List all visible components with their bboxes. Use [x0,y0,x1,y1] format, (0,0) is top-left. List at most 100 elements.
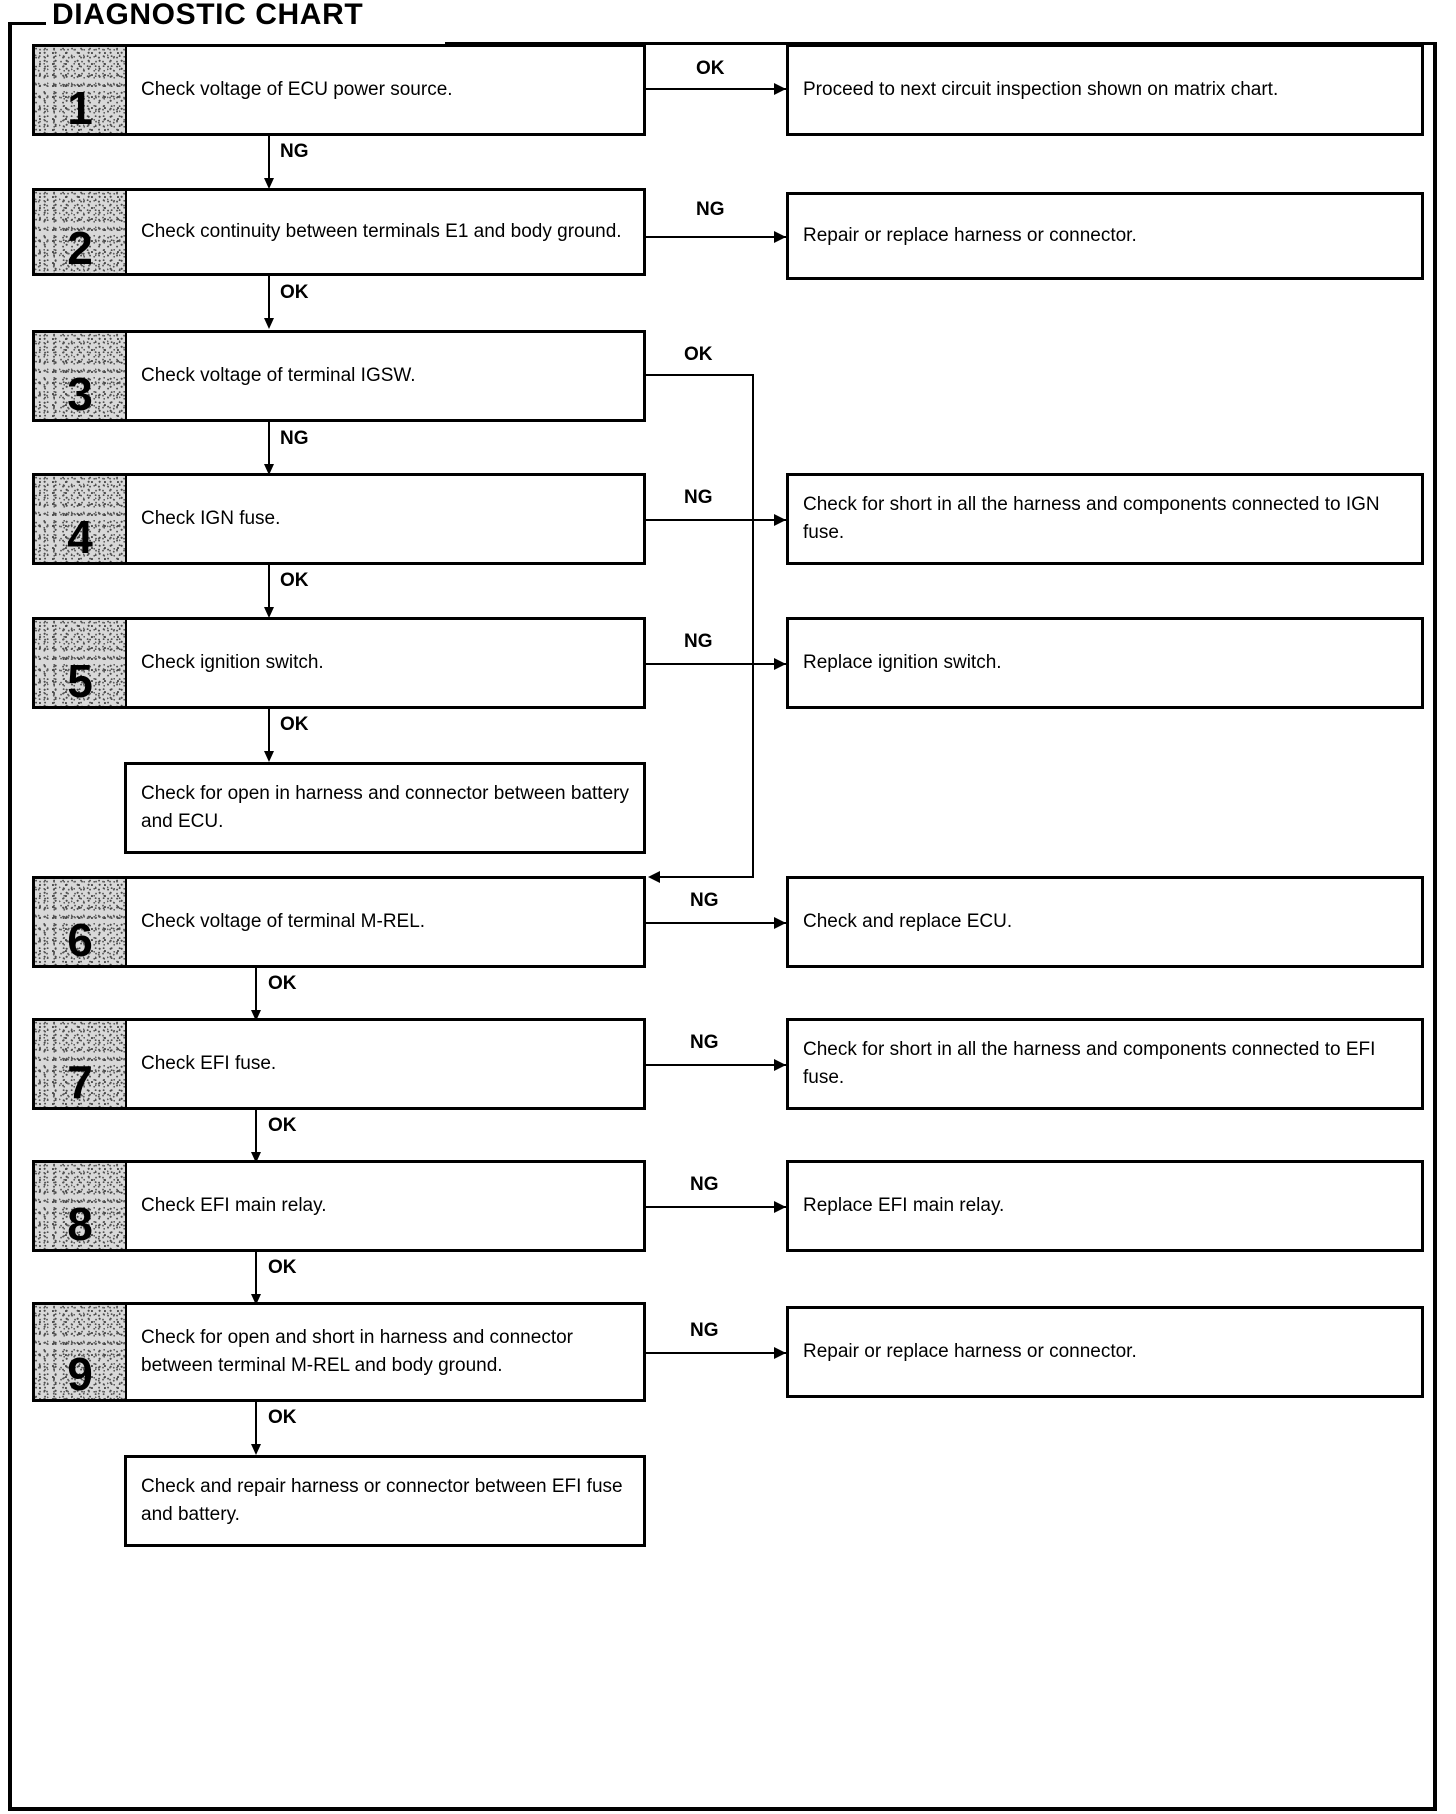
step-box-6[interactable]: 6 Check voltage of terminal M-REL. [32,876,646,968]
step-box-5[interactable]: 5 Check ignition switch. [32,617,646,709]
step-text-9: Check for open and short in harness and … [141,1327,573,1376]
result-text-9: Repair or replace harness or connector. [803,1340,1137,1362]
edge-label-step1-ng: NG [280,141,309,162]
edge-step2-ng-line [646,236,786,238]
result-text-4: Check for short in all the harness and c… [803,493,1380,544]
edge-label-step6-ok: OK [268,973,297,994]
edge-step9-ok-arrowhead [251,1444,261,1455]
edge-step4-ok-line [268,565,270,613]
edge-step9-ng-line [646,1352,786,1354]
step-text-2: Check continuity between terminals E1 an… [141,221,622,243]
step-number-2: 2 [67,222,93,274]
step-number-badge-8: 8 [35,1163,127,1249]
edge-step8-ok-arrowhead [251,1294,261,1305]
frame-left-border [8,22,12,1811]
edge-step3-ok-line-h2 [660,876,754,878]
edge-label-step5-ng: NG [684,631,713,652]
edge-step4-ok-arrowhead [264,607,274,618]
frame-top-left-segment [8,22,46,25]
edge-label-step2-ng: NG [696,199,725,220]
step-box-1[interactable]: 1 Check voltage of ECU power source. [32,44,646,136]
edge-step3-ng-arrowhead [264,464,274,475]
edge-step8-ng-line [646,1206,786,1208]
result-box-1[interactable]: Proceed to next circuit inspection shown… [786,44,1424,136]
result-box-6[interactable]: Check and replace ECU. [786,876,1424,968]
edge-step6-ng-line [646,922,786,924]
result-box-5[interactable]: Replace ignition switch. [786,617,1424,709]
step-number-8: 8 [67,1198,93,1250]
step-box-9[interactable]: 9 Check for open and short in harness an… [32,1302,646,1402]
edge-label-step4-ok: OK [280,570,309,591]
edge-step3-ok-line-h [646,374,754,376]
edge-label-step7-ok: OK [268,1115,297,1136]
edge-step1-ng-line [268,136,270,184]
result-box-7[interactable]: Check for short in all the harness and c… [786,1018,1424,1110]
frame-top-right-segment [445,42,1437,45]
result-text-7: Check for short in all the harness and c… [803,1038,1376,1089]
step-number-badge-3: 3 [35,333,127,419]
result-box-9-ok[interactable]: Check and repair harness or connector be… [124,1455,646,1547]
result-box-8[interactable]: Replace EFI main relay. [786,1160,1424,1252]
result-box-5-ok[interactable]: Check for open in harness and connector … [124,762,646,854]
edge-step7-ok-line [255,1110,257,1158]
edge-label-step3-ng: NG [280,428,309,449]
edge-step1-ok-line [646,88,786,90]
step-box-4[interactable]: 4 Check IGN fuse. [32,473,646,565]
edge-step1-ok-arrowhead [774,83,786,95]
edge-step3-ok-line-v [752,374,754,877]
step-number-badge-7: 7 [35,1021,127,1107]
result-box-9[interactable]: Repair or replace harness or connector. [786,1306,1424,1398]
edge-step8-ok-line [255,1252,257,1300]
page-title: DIAGNOSTIC CHART [52,0,364,31]
step-box-7[interactable]: 7 Check EFI fuse. [32,1018,646,1110]
step-number-badge-6: 6 [35,879,127,965]
edge-label-step7-ng: NG [690,1032,719,1053]
edge-label-step8-ng: NG [690,1174,719,1195]
step-number-3: 3 [67,368,93,420]
edge-step5-ok-arrowhead [264,751,274,762]
edge-step1-ng-arrowhead [264,178,274,189]
step-text-8: Check EFI main relay. [141,1195,327,1217]
edge-label-step9-ng: NG [690,1320,719,1341]
step-number-9: 9 [67,1348,93,1400]
edge-label-step2-ok: OK [280,282,309,303]
edge-step9-ng-arrowhead [774,1347,786,1359]
edge-step3-ng-line [268,422,270,470]
step-number-5: 5 [67,655,93,707]
step-number-1: 1 [67,82,93,134]
edge-label-step1-ok: OK [696,58,725,79]
step-box-3[interactable]: 3 Check voltage of terminal IGSW. [32,330,646,422]
step-text-3: Check voltage of terminal IGSW. [141,365,416,387]
step-number-badge-1: 1 [35,47,127,133]
result-box-4[interactable]: Check for short in all the harness and c… [786,473,1424,565]
step-number-6: 6 [67,914,93,966]
result-box-2[interactable]: Repair or replace harness or connector. [786,192,1424,280]
step-text-6: Check voltage of terminal M-REL. [141,911,426,933]
edge-step6-ng-arrowhead [774,917,786,929]
edge-step5-ng-arrowhead [774,658,786,670]
step-text-5: Check ignition switch. [141,652,324,674]
edge-step6-ok-arrowhead [251,1010,261,1021]
edge-step5-ng-line [646,663,786,665]
edge-step4-ng-line [646,519,786,521]
step-box-8[interactable]: 8 Check EFI main relay. [32,1160,646,1252]
edge-step7-ok-arrowhead [251,1152,261,1163]
step-number-badge-2: 2 [35,191,127,273]
edge-step6-ok-line [255,968,257,1016]
edge-step7-ng-line [646,1064,786,1066]
step-number-badge-5: 5 [35,620,127,706]
result-text-6: Check and replace ECU. [803,910,1013,932]
frame-right-border [1433,44,1437,1811]
edge-label-step3-ok: OK [684,344,713,365]
result-text-8: Replace EFI main relay. [803,1194,1005,1216]
frame-bottom-border [8,1807,1437,1811]
edge-step7-ng-arrowhead [774,1059,786,1071]
edge-step5-ok-line [268,709,270,757]
edge-label-step8-ok: OK [268,1257,297,1278]
edge-step2-ok-arrowhead [264,318,274,329]
step-box-2[interactable]: 2 Check continuity between terminals E1 … [32,188,646,276]
step-number-4: 4 [67,511,93,563]
edge-step8-ng-arrowhead [774,1201,786,1213]
edge-step4-ng-arrowhead [774,514,786,526]
